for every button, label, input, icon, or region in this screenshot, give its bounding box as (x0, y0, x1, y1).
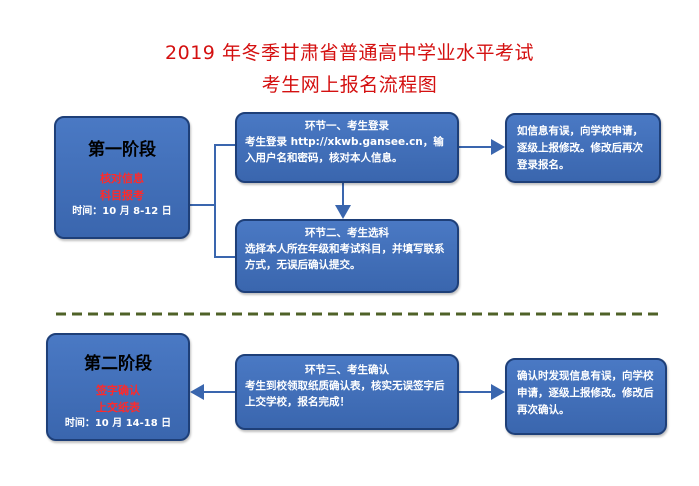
stage1-name: 第一阶段 (88, 140, 156, 160)
note2-box: 确认时发现信息有误，向学校申请，逐级上报修改。修改后再次确认。 (505, 358, 667, 435)
stage1-task-1: 核对信息 (100, 172, 144, 185)
note2-text: 确认时发现信息有误，向学校申请，逐级上报修改。修改后再次确认。 (517, 370, 654, 416)
connector-stage1-step2 (214, 205, 235, 258)
step3-heading: 环节三、考生确认 (305, 364, 389, 376)
stage2-time: 时间：10 月 14-18 日 (64, 418, 172, 429)
step1-text: 考生登录 http://xkwb.gansee.cn，输入用户名和密码，核对本人… (245, 136, 444, 164)
stage2-name: 第二阶段 (84, 354, 152, 374)
step1-heading: 环节一、考生登录 (305, 120, 389, 132)
stage1-task-2: 科目报考 (100, 189, 144, 202)
step2-box: 环节二、考生选科 选择本人所在年级和考试科目，并填写联系方式，无误后确认提交。 (235, 219, 459, 293)
connector-stage1-step1 (190, 144, 235, 206)
step2-heading: 环节二、考生选科 (305, 227, 389, 239)
step3-text: 考生到校领取纸质确认表，核实无误签字后上交学校，报名完成！ (245, 380, 445, 408)
stage2-box: 第二阶段 签字确认 上交纸表 时间：10 月 14-18 日 (46, 333, 190, 441)
note1-text: 如信息有误，向学校申请，逐级上报修改。修改后再次登录报名。 (517, 125, 643, 171)
note1-box: 如信息有误，向学校申请，逐级上报修改。修改后再次登录报名。 (505, 113, 661, 183)
step1-box: 环节一、考生登录 考生登录 http://xkwb.gansee.cn，输入用户… (235, 112, 459, 183)
stage1-time: 时间：10 月 8-12 日 (72, 206, 172, 217)
stage2-task-2: 上交纸表 (96, 401, 140, 414)
stage1-box: 第一阶段 核对信息 科目报考 时间：10 月 8-12 日 (54, 116, 190, 239)
step2-text: 选择本人所在年级和考试科目，并填写联系方式，无误后确认提交。 (245, 243, 445, 271)
step3-box: 环节三、考生确认 考生到校领取纸质确认表，核实无误签字后上交学校，报名完成！ (235, 354, 459, 430)
diagram-subtitle: 考生网上报名流程图 (261, 74, 438, 96)
diagram-title: 2019 年冬季甘肃省普通高中学业水平考试 (165, 42, 534, 64)
stage2-task-1: 签字确认 (96, 384, 140, 397)
